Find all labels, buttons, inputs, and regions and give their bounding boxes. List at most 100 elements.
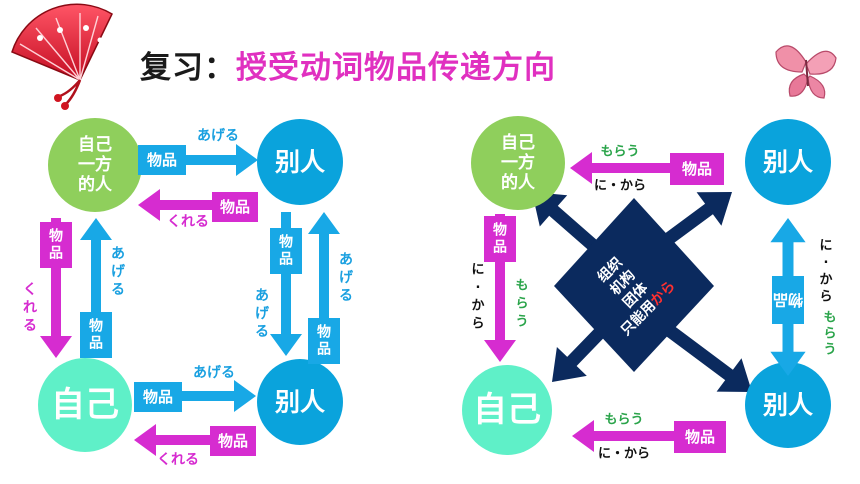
right-top-morau-label: もらう — [600, 145, 639, 160]
right-other-top-circle: 别人 — [745, 119, 831, 205]
left-top-ageru-arrow — [162, 144, 258, 176]
left-other-bottom-circle-label: 别人 — [274, 388, 325, 417]
left-left-kureru-arrow — [40, 218, 72, 358]
left-self-group-circle-label: 自己 — [78, 134, 112, 155]
left-top-kureru-arrow — [138, 189, 252, 221]
left-right-up-label-char: げ — [339, 270, 354, 286]
right-other-top-circle-shape — [745, 119, 831, 205]
left-top-kureru-item: 物品 — [212, 192, 258, 222]
left-left-kureru-item-shape — [40, 222, 72, 268]
right-left-arrow — [484, 214, 516, 362]
left-left-ageru-label-char: あ — [111, 246, 125, 262]
right-top-item-label: 物品 — [682, 160, 712, 178]
left-left-ageru-item: 物品 — [80, 312, 112, 358]
left-other-bottom-circle-shape — [257, 359, 343, 445]
left-right-down-item: 物品 — [270, 228, 302, 274]
left-left-kureru-label-char: く — [23, 282, 37, 298]
right-left-nikara-label-char: · — [476, 281, 481, 296]
right-left-nikara-label-char: か — [471, 299, 484, 314]
right-right-nikara-label-char: に — [819, 239, 832, 254]
right-other-bottom-circle-label: 别人 — [762, 391, 813, 420]
left-bottom-ageru-item-shape — [134, 382, 182, 412]
right-left-morau-label-char: う — [515, 315, 528, 330]
org-diamond — [554, 198, 714, 372]
right-self-group-circle-label: 的人 — [501, 172, 536, 193]
left-right-up-item-shape — [308, 318, 340, 364]
right-right-nikara-label-char: か — [819, 273, 832, 288]
left-bottom-kureru-item-label: 物品 — [218, 432, 248, 450]
right-self-circle-label: 自己 — [473, 390, 541, 430]
left-left-ageru-arrow — [80, 218, 112, 358]
left-right-up-item-label: 物 — [317, 324, 331, 341]
left-left-ageru-item-label: 品 — [89, 336, 103, 352]
left-top-ageru-label: あげる — [197, 128, 239, 144]
left-self-circle-label: 自己 — [51, 385, 119, 425]
fan-icon — [11, 3, 113, 110]
right-self-circle: 自己 — [462, 365, 552, 455]
right-right-item: 物品 — [772, 276, 804, 324]
left-top-ageru-item-shape — [138, 145, 186, 175]
left-self-group-circle-shape — [48, 118, 142, 212]
right-top-arrow — [570, 152, 722, 184]
org-arrow-down-right — [646, 310, 752, 392]
left-bottom-ageru-label: あげる — [193, 365, 235, 381]
right-self-group-circle-label: 一方 — [501, 152, 535, 173]
left-left-ageru-item-shape — [80, 312, 112, 358]
butterfly-icon — [775, 45, 837, 99]
left-left-kureru-item-label: 品 — [49, 246, 63, 262]
left-self-group-circle-label: 一方 — [78, 154, 112, 175]
left-self-group-circle-label: 的人 — [78, 174, 113, 195]
left-top-ageru-item: 物品 — [138, 145, 186, 175]
right-right-morau-label-char: ら — [823, 327, 836, 342]
right-bottom-item-shape — [674, 421, 726, 453]
left-right-down-label-char: げ — [255, 306, 270, 322]
left-top-kureru-item-shape — [212, 192, 258, 222]
left-right-down-item-label: 品 — [279, 252, 293, 268]
right-right-morau-label-char: う — [823, 343, 836, 358]
left-bottom-ageru-item: 物品 — [134, 382, 182, 412]
left-left-ageru-label-char: る — [111, 282, 125, 298]
right-right-morau-label: もらう — [823, 311, 836, 358]
left-top-kureru-label: くれる — [167, 214, 209, 230]
right-left-nikara-label-char: ら — [471, 317, 484, 332]
right-self-circle-shape — [462, 365, 552, 455]
left-right-down-item-shape — [270, 228, 302, 274]
title-main: 授受动词物品传递方向 — [236, 50, 556, 86]
right-right-nikara-label-char: ら — [819, 290, 832, 305]
right-bottom-item-label: 物品 — [685, 428, 715, 446]
right-left-nikara-label: に · から — [471, 263, 484, 332]
left-other-top-circle: 别人 — [257, 119, 343, 205]
left-left-kureru-label-char: る — [23, 318, 37, 334]
left-bottom-kureru-item-shape — [210, 426, 256, 456]
left-right-up-item: 物品 — [308, 318, 340, 364]
right-right-item-label: 物品 — [773, 291, 803, 309]
left-right-up-label-char: る — [339, 288, 353, 304]
left-left-kureru-label: くれる — [23, 282, 37, 334]
left-bottom-kureru-label: くれる — [157, 452, 199, 468]
left-right-up-label-char: あ — [339, 252, 353, 268]
right-top-nikara-label: に・から — [594, 179, 646, 194]
right-other-top-circle-label: 别人 — [762, 148, 813, 177]
title-prefix: 复习： — [140, 50, 236, 86]
right-left-morau-label-char: も — [515, 279, 528, 294]
right-right-arrow-up — [770, 218, 806, 292]
left-self-circle-shape — [38, 358, 132, 452]
left-right-up-item-label: 品 — [317, 342, 331, 358]
page-title: 复习：授受动词物品传递方向 — [140, 42, 556, 87]
right-right-nikara-label: に·から — [819, 239, 832, 305]
left-other-top-circle-label: 别人 — [274, 148, 325, 177]
right-other-bottom-circle: 别人 — [745, 362, 831, 448]
right-right-item-shape — [772, 276, 804, 324]
left-left-ageru-label-char: げ — [111, 264, 126, 280]
right-top-item-shape — [670, 153, 724, 185]
left-right-down-arrow — [270, 212, 302, 356]
right-left-item-shape — [484, 216, 516, 262]
right-other-bottom-circle-shape — [745, 362, 831, 448]
right-left-nikara-label-char: に — [471, 263, 484, 278]
left-bottom-kureru-arrow — [134, 424, 252, 456]
left-other-top-circle-shape — [257, 119, 343, 205]
